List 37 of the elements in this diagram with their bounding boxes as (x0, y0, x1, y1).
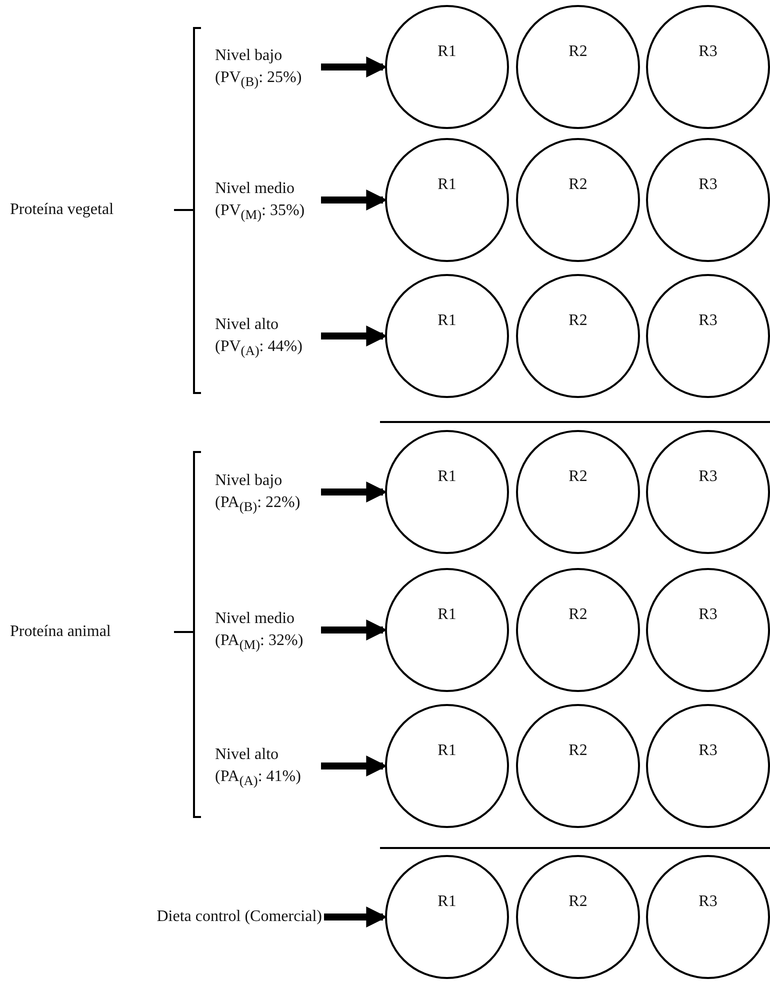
group-label: Proteína animal (10, 622, 111, 642)
arrow (321, 56, 388, 78)
replicate-label: R2 (568, 175, 588, 195)
replicate-label: R2 (568, 311, 588, 331)
treatment-label: Nivel alto (PV$_{(A)}$: 44%) (215, 314, 319, 362)
replicate-label: R3 (698, 467, 718, 487)
replicate-label: R1 (438, 892, 456, 912)
replicate-label: R3 (698, 741, 718, 761)
replicate-label: R2 (568, 42, 588, 62)
replicate-label: R1 (438, 42, 456, 62)
replicate-label: R3 (698, 892, 718, 912)
treatment-label: Nivel alto (PA$_{(A)}$: 41%) (215, 744, 319, 792)
arrow (321, 190, 388, 210)
treatment-label: Nivel medio (PV$_{(M)}$: 35%) (215, 178, 319, 226)
replicate-label: R1 (438, 467, 456, 487)
replicate-label: R1 (438, 741, 456, 761)
replicate-label: R2 (568, 467, 588, 487)
arrow (321, 326, 388, 346)
replicate-label: R3 (698, 42, 718, 62)
replicate-label: R3 (698, 605, 718, 625)
replicate-label: R1 (438, 175, 456, 195)
treatment-label: Nivel bajo (PA$_{(B)}$: 22%) (215, 470, 319, 518)
replicate-label: R2 (568, 892, 588, 912)
replicate-label: R3 (698, 311, 718, 331)
arrow (321, 482, 388, 502)
replicate-label: R2 (568, 605, 588, 625)
treatment-label: Nivel medio (PA$_{(M)}$: 32%) (215, 608, 319, 656)
treatment-label: Dieta control (Comercial) (60, 906, 322, 928)
group-label: Proteína vegetal (10, 200, 114, 220)
replicate-label: R2 (568, 741, 588, 761)
replicate-label: R1 (438, 311, 456, 331)
treatment-label: Nivel bajo (PV$_{(B)}$: 25%) (215, 45, 319, 94)
replicate-label: R3 (698, 175, 718, 195)
arrow (321, 620, 388, 640)
replicate-label: R1 (438, 605, 456, 625)
arrow (324, 906, 388, 928)
arrow (321, 756, 388, 776)
